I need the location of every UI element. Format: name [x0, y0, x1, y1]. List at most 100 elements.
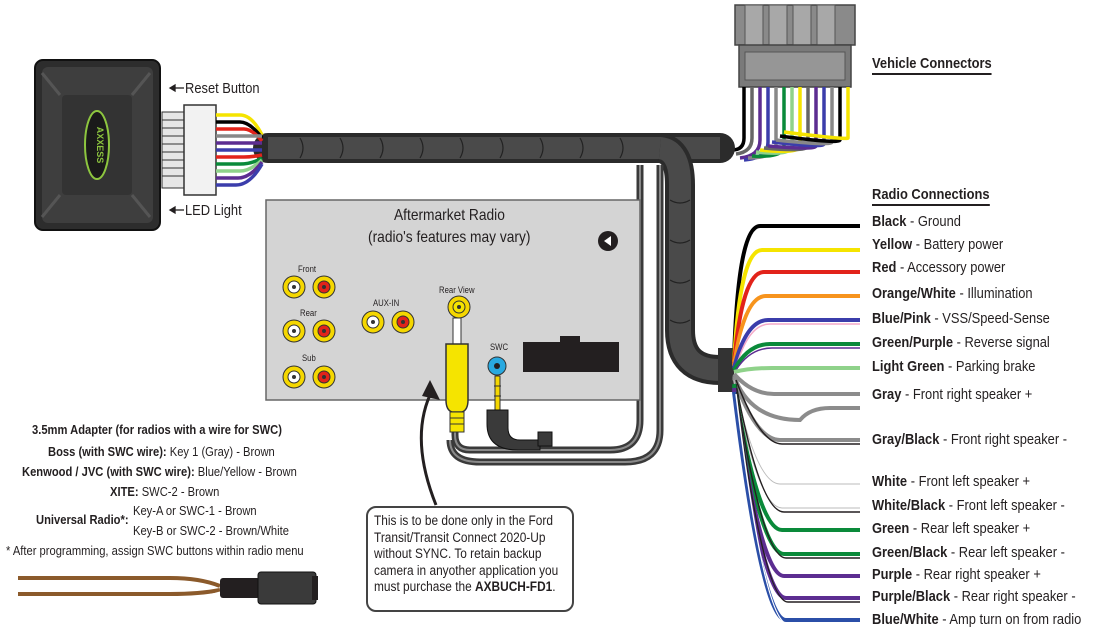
- kenwood-value: Blue/Yellow - Brown: [194, 464, 297, 479]
- radio-connection-row: Orange/White - Illumination: [872, 285, 1033, 302]
- aux-rca-white: [361, 310, 385, 334]
- radio-connection-row: Green/Purple - Reverse signal: [872, 334, 1050, 351]
- wire-color-name: Gray: [872, 386, 902, 403]
- axxess-module: AXXESS: [34, 59, 161, 231]
- wire-function: - Amp turn on from radio: [938, 611, 1082, 628]
- adapter-cable: [18, 571, 318, 605]
- rear-view-rca: [447, 295, 471, 319]
- aux-in-label: AUX-IN: [373, 298, 400, 308]
- boss-value: Key 1 (Gray) - Brown: [166, 444, 275, 459]
- rear-view-label: Rear View: [439, 285, 475, 295]
- rear-label: Rear: [300, 308, 317, 318]
- wire-function: - Ground: [906, 213, 961, 230]
- vehicle-connector-wires: [731, 87, 850, 162]
- front-rca-red: [312, 275, 336, 299]
- xite-value: SWC-2 - Brown: [138, 484, 220, 499]
- boss-label: Boss (with SWC wire):: [48, 444, 167, 459]
- wire-function: - Front left speaker +: [907, 473, 1031, 490]
- wire-color-name: Purple/Black: [872, 588, 951, 605]
- wire-color-name: Green/Black: [872, 544, 948, 561]
- sub-rca-white: [282, 365, 306, 389]
- radio-connection-row: Green/Black - Rear left speaker -: [872, 544, 1065, 561]
- wire-function: - VSS/Speed-Sense: [930, 310, 1050, 327]
- swc-label: SWC: [490, 342, 509, 352]
- radio-connection-row: Gray - Front right speaker +: [872, 386, 1032, 403]
- kenwood-label: Kenwood / JVC (with SWC wire):: [22, 464, 195, 479]
- wire-function: - Front left speaker -: [945, 497, 1065, 514]
- universal-value-2: Key-B or SWC-2 - Brown/White: [133, 523, 289, 538]
- ford-transit-note: This is to be done only in the Ford Tran…: [366, 506, 574, 612]
- wire-color-name: Light Green: [872, 358, 945, 375]
- note-arrow: [419, 380, 440, 506]
- radio-connection-row: Yellow - Battery power: [872, 236, 1003, 253]
- radio-connection-row: White/Black - Front left speaker -: [872, 497, 1065, 514]
- wire-color-name: White/Black: [872, 497, 946, 514]
- radio-connection-row: Purple/Black - Rear right speaker -: [872, 588, 1076, 605]
- wire-function: - Front right speaker +: [901, 386, 1033, 403]
- wire-function: - Battery power: [912, 236, 1004, 253]
- wire-function: - Parking brake: [944, 358, 1036, 375]
- radio-connection-row: Light Green - Parking brake: [872, 358, 1035, 375]
- note-end: .: [552, 579, 556, 594]
- adapter-footnote: * After programming, assign SWC buttons …: [6, 543, 304, 558]
- sub-rca-red: [312, 365, 336, 389]
- radio-connection-row: White - Front left speaker +: [872, 473, 1030, 490]
- radio-title: Aftermarket Radio: [394, 207, 505, 224]
- xite-label: XITE:: [110, 484, 139, 499]
- wire-color-name: Orange/White: [872, 285, 956, 302]
- radio-wires: [732, 224, 860, 625]
- led-light-label: LED Light: [185, 202, 242, 219]
- wire-color-name: Green/Purple: [872, 334, 954, 351]
- wire-color-name: Blue/Pink: [872, 310, 931, 327]
- wire-function: - Front right speaker -: [939, 431, 1068, 448]
- wire-function: - Rear right speaker +: [912, 566, 1041, 583]
- rca-jacks: [282, 275, 507, 389]
- adapter-boss-row: Boss (with SWC wire): Key 1 (Gray) - Bro…: [48, 444, 275, 459]
- swc-jack: [487, 356, 507, 376]
- vehicle-connectors-heading: Vehicle Connectors: [872, 55, 992, 75]
- wire-function: - Rear right speaker -: [950, 588, 1076, 605]
- radio-connection-row: Gray/Black - Front right speaker -: [872, 431, 1067, 448]
- wire-color-name: Blue/White: [872, 611, 939, 628]
- radio-connection-row: Purple - Rear right speaker +: [872, 566, 1041, 583]
- radio-connection-row: Black - Ground: [872, 213, 961, 230]
- radio-connection-row: Blue/Pink - VSS/Speed-Sense: [872, 310, 1050, 327]
- note-text: This is to be done only in the Ford Tran…: [374, 513, 559, 594]
- rear-rca-white: [282, 319, 306, 343]
- wire-function: - Accessory power: [896, 259, 1006, 276]
- note-part-number: AXBUCH-FD1: [475, 579, 553, 594]
- radio-connection-row: Green - Rear left speaker +: [872, 520, 1030, 537]
- wire-color-name: Purple: [872, 566, 913, 583]
- wire-color-name: Gray/Black: [872, 431, 940, 448]
- wire-function: - Illumination: [955, 285, 1033, 302]
- universal-label: Universal Radio*:: [36, 512, 129, 527]
- wire-function: - Rear left speaker +: [909, 520, 1031, 537]
- camera-rca-plug: [445, 317, 469, 433]
- pointer-arrows: [168, 83, 184, 215]
- vehicle-connector: [734, 4, 856, 88]
- adapter-xite-row: XITE: SWC-2 - Brown: [110, 484, 219, 499]
- radio-subtitle: (radio's features may vary): [368, 229, 531, 246]
- radio-connection-row: Blue/White - Amp turn on from radio: [872, 611, 1081, 628]
- wire-color-name: Yellow: [872, 236, 913, 253]
- wire-color-name: Green: [872, 520, 910, 537]
- adapter-kenwood-row: Kenwood / JVC (with SWC wire): Blue/Yell…: [22, 464, 297, 479]
- module-connector: [161, 104, 264, 196]
- swc-3.5mm-plug: [486, 375, 553, 451]
- wire-function: - Rear left speaker -: [947, 544, 1065, 561]
- wire-color-name: White: [872, 473, 908, 490]
- aux-rca-red: [391, 310, 415, 334]
- sub-label: Sub: [302, 353, 316, 363]
- wire-color-name: Red: [872, 259, 897, 276]
- front-rca-white: [282, 275, 306, 299]
- radio-connection-row: Red - Accessory power: [872, 259, 1005, 276]
- module-brand-logo: AXXESS: [95, 127, 105, 164]
- adapter-title: 3.5mm Adapter (for radios with a wire fo…: [32, 422, 282, 437]
- wire-function: - Reverse signal: [953, 334, 1050, 351]
- reset-button-label: Reset Button: [185, 80, 260, 97]
- wire-color-name: Black: [872, 213, 907, 230]
- radio-connections-heading: Radio Connections: [872, 186, 990, 206]
- universal-value-1: Key-A or SWC-1 - Brown: [133, 503, 257, 518]
- front-label: Front: [298, 264, 317, 274]
